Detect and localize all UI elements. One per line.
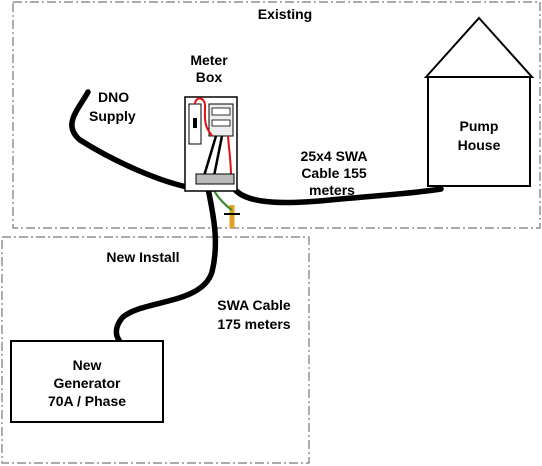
swa-25x4-label-line2: Cable 155: [301, 165, 367, 181]
existing-region-label: Existing: [258, 6, 312, 22]
new-install-region-border: [1, 236, 310, 464]
live-wire-meter-out: [227, 135, 232, 177]
generator-label-line2: Generator: [54, 375, 121, 391]
generator-label-line1: New: [73, 357, 102, 373]
dno-supply-cable: [69, 89, 195, 191]
live-wire-fuse: [194, 97, 213, 137]
existing-region-border: [12, 1, 541, 229]
dno-label-line1: DNO: [98, 89, 129, 105]
swa-cable-175: [113, 185, 219, 343]
pump-house-label-line1: Pump: [460, 118, 499, 134]
generator-label-line3: 70A / Phase: [48, 393, 126, 409]
fuse-element: [193, 118, 197, 128]
swa-175-label-line1: SWA Cable: [217, 297, 291, 313]
meter-terminals: [211, 119, 231, 127]
swa-cable-25x4: [227, 175, 444, 206]
dno-label-line2: Supply: [89, 108, 136, 124]
neutral-wire-a: [202, 135, 218, 177]
meter-box-label-line2: Box: [196, 69, 223, 85]
pump-house: [423, 16, 535, 187]
swa-175-label-line2: 175 meters: [217, 316, 290, 332]
existing-region: Existing: [12, 1, 541, 229]
terminal-block: [195, 173, 235, 185]
new-install-region: New Install: [1, 236, 310, 464]
neutral-wire-b: [212, 135, 224, 177]
pump-house-body: [427, 76, 531, 187]
meter-box: [184, 96, 238, 192]
meter-display: [211, 107, 231, 116]
pump-house-label-line2: House: [458, 137, 501, 153]
earth-rod: [224, 205, 240, 228]
pump-house-roof: [423, 16, 535, 78]
swa-25x4-label-line1: 25x4 SWA: [301, 148, 368, 164]
new-install-region-label: New Install: [106, 249, 179, 265]
swa-25x4-label-line3: meters: [309, 182, 355, 198]
earth-wire: [212, 188, 233, 211]
meter-box-label-line1: Meter: [190, 52, 228, 68]
generator-box: [10, 340, 164, 423]
